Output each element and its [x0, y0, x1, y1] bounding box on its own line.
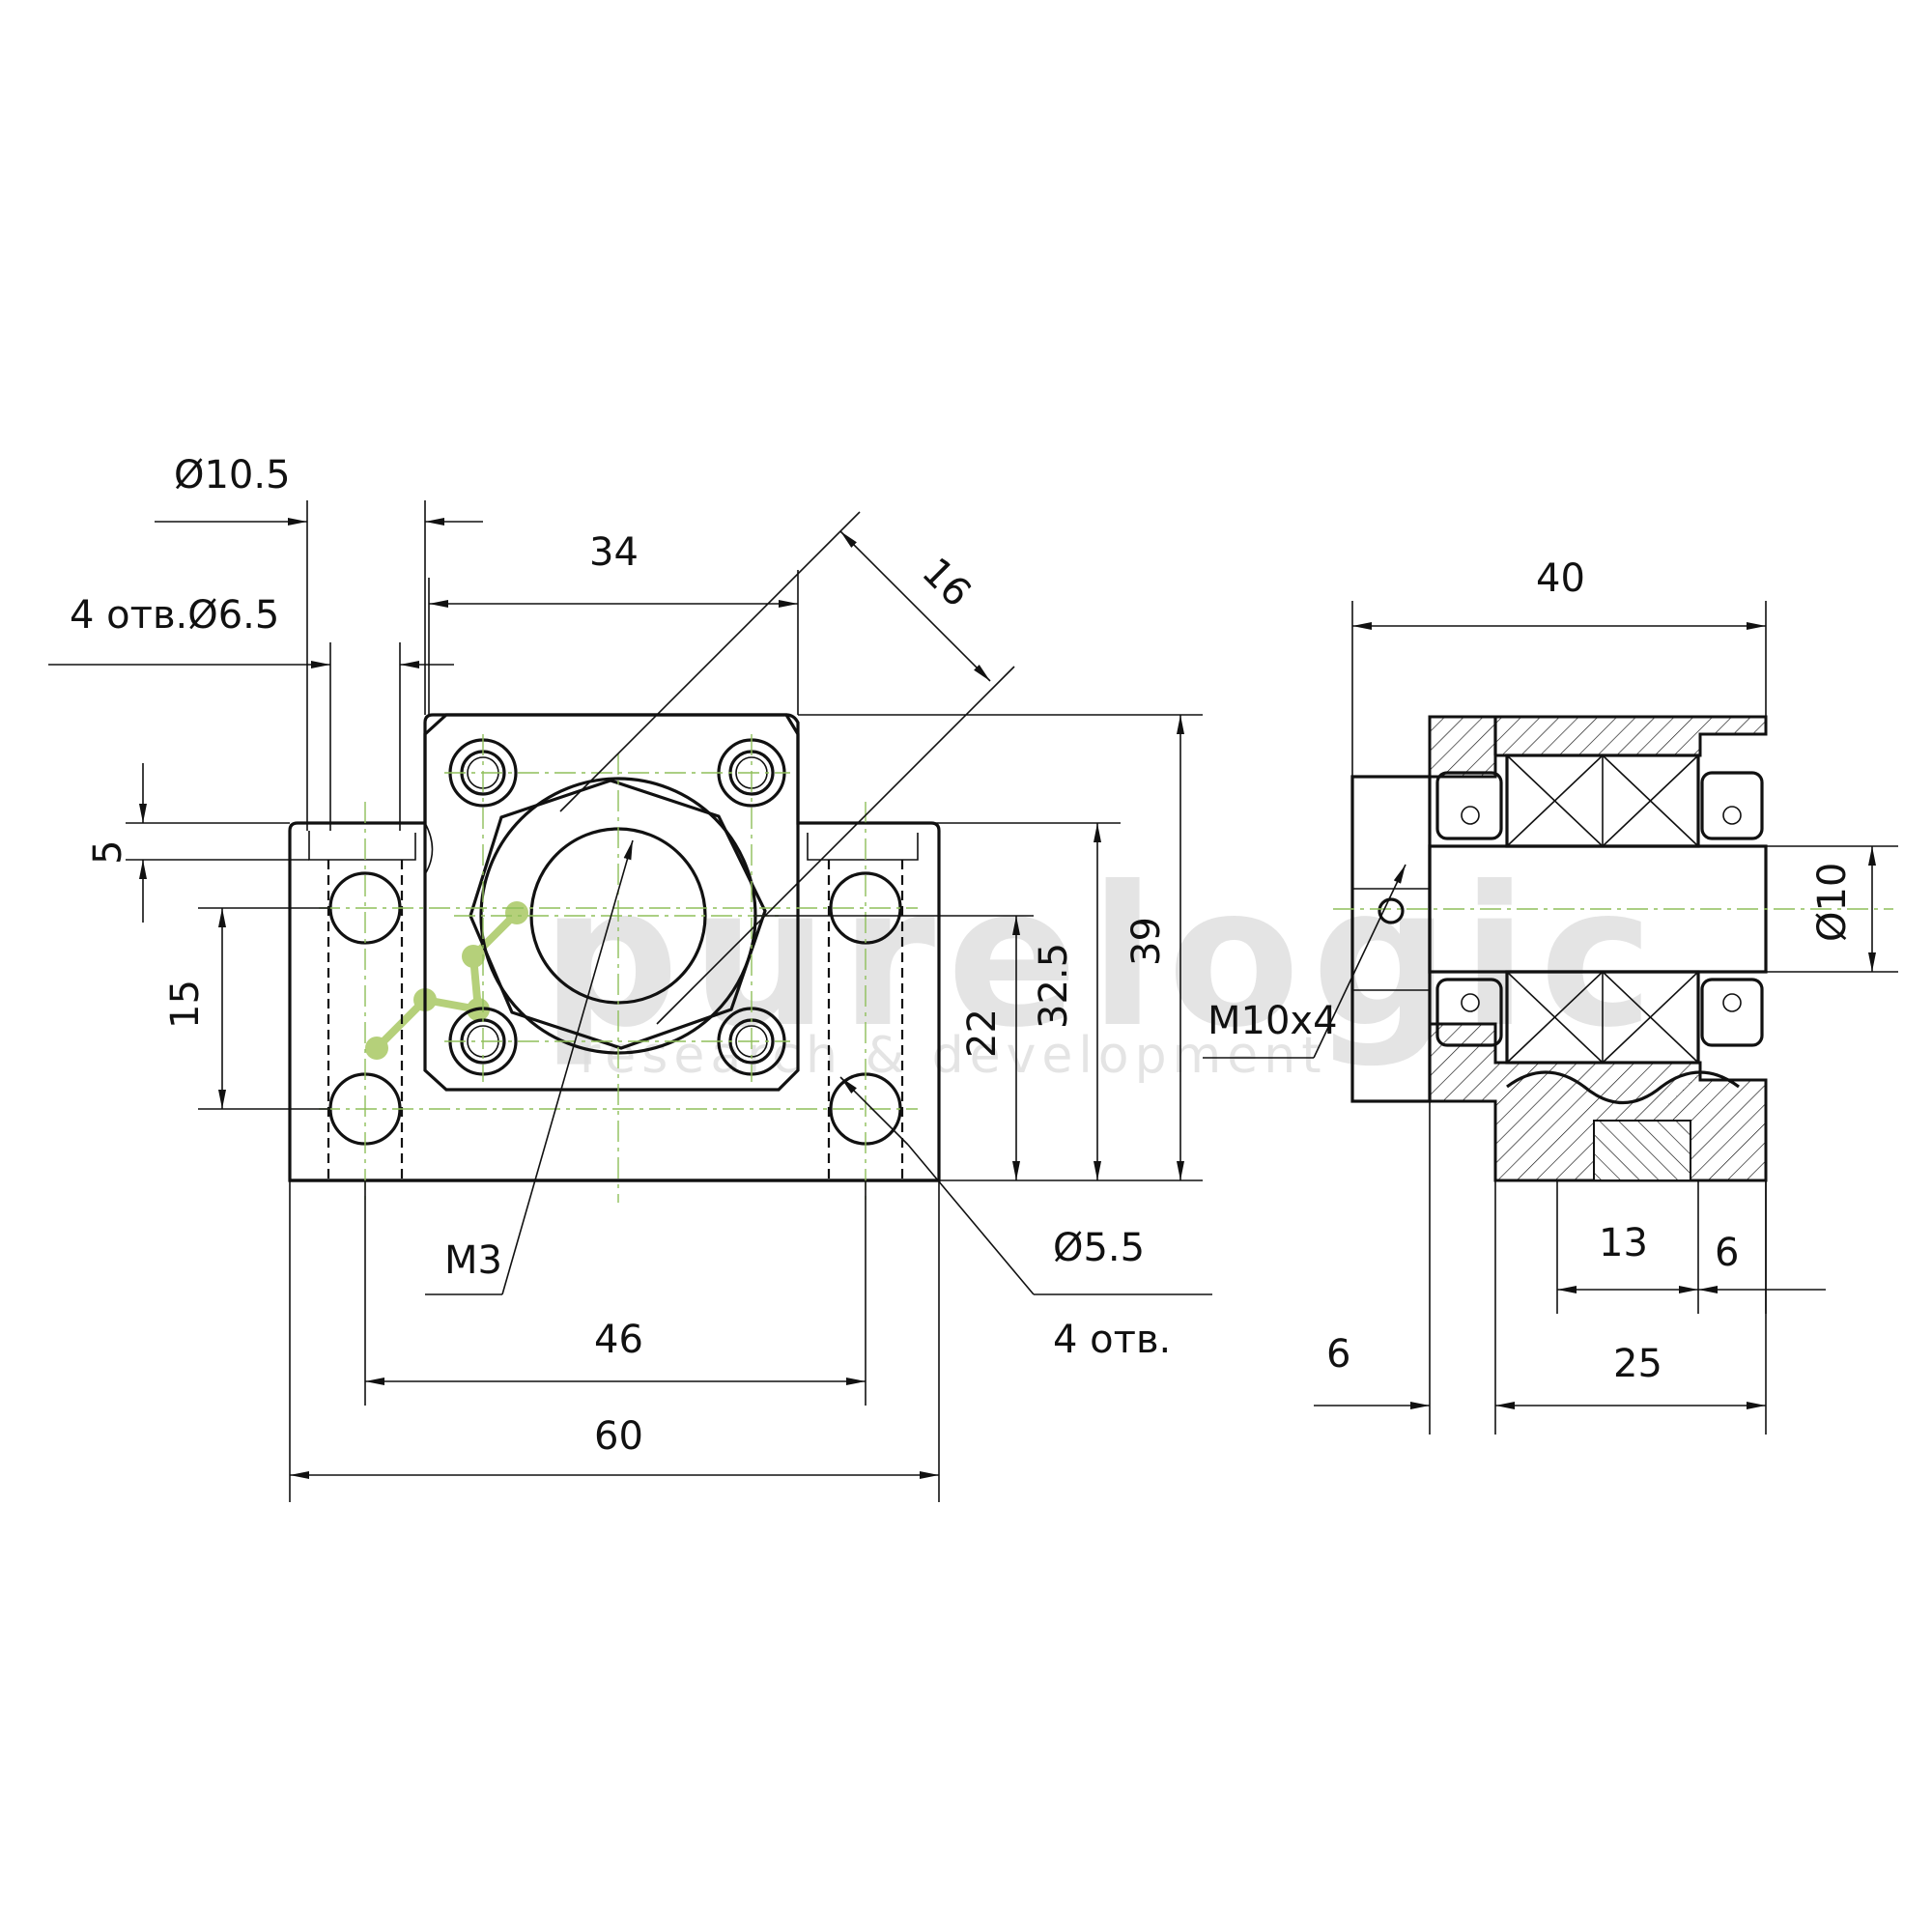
dim-h15: 15	[163, 907, 330, 1110]
dim-w46-label: 46	[594, 1318, 643, 1362]
housing-section-top	[1428, 715, 1768, 779]
dim-h22-label: 22	[960, 1009, 1005, 1058]
dim-d5-5-label: Ø5.5	[1053, 1226, 1145, 1270]
dim-h5-label: 5	[86, 840, 130, 865]
bearings	[1505, 753, 1700, 1065]
dim-h32-5: 32.5	[798, 822, 1121, 1180]
dim-d10-5: Ø10.5	[155, 453, 483, 831]
square-flange	[423, 713, 800, 1092]
dim-m3: M3	[425, 839, 634, 1295]
dim-h22: 22	[753, 915, 1034, 1180]
dim-w6-left: 6	[1314, 1101, 1496, 1435]
dim-h5: 5	[86, 763, 309, 923]
dim-w34: 34	[428, 530, 799, 715]
dim-w25: 25	[1495, 1180, 1767, 1435]
dim-w6b-label: 6	[1715, 1231, 1739, 1275]
hex-nut	[469, 779, 767, 1050]
dim-w60: 60	[289, 1180, 940, 1502]
dim-w40: 40	[1351, 556, 1767, 777]
dim-h39: 39	[798, 714, 1203, 1181]
dim-holes-6-5: 4 отв.Ø6.5	[48, 593, 454, 831]
dim-h39-label: 39	[1124, 917, 1169, 966]
dim-d5-5: Ø5.5 4 отв.	[839, 1076, 1212, 1362]
front-view: Ø10.5 4 отв.Ø6.5 34 16	[48, 453, 1212, 1502]
dim-w34-label: 34	[589, 530, 639, 575]
dim-d10-label: Ø10	[1810, 863, 1855, 942]
dim-holes-4-label: 4 отв.	[1053, 1318, 1171, 1362]
side-view: 40 Ø10 M10x4 13 6	[1203, 556, 1898, 1435]
dim-w60-label: 60	[594, 1414, 643, 1459]
dim-d16-label: 16	[913, 550, 980, 616]
dim-h15-label: 15	[163, 980, 208, 1029]
watermark-tagline: research & development	[580, 1027, 1327, 1085]
dim-w6-right: 6	[1698, 1180, 1826, 1314]
dim-w13: 13	[1556, 1180, 1699, 1314]
dim-m10x4: M10x4	[1203, 864, 1406, 1059]
dim-w46: 46	[364, 1180, 867, 1406]
dim-m3-label: M3	[444, 1238, 502, 1283]
seals	[1435, 771, 1764, 1047]
dim-d10: Ø10	[1766, 845, 1898, 973]
watermark-logo	[365, 901, 528, 1060]
dim-holes-6-5-label: 4 отв.Ø6.5	[70, 593, 279, 638]
dim-w40-label: 40	[1536, 556, 1585, 601]
dim-w13-label: 13	[1599, 1221, 1648, 1265]
dim-w6a-label: 6	[1326, 1332, 1350, 1377]
dim-d10-5-label: Ø10.5	[174, 453, 291, 497]
dim-h32-5-label: 32.5	[1032, 943, 1076, 1029]
dim-w25-label: 25	[1613, 1342, 1662, 1386]
front-center-lines	[319, 734, 918, 1203]
dim-m10x4-label: M10x4	[1208, 999, 1338, 1043]
